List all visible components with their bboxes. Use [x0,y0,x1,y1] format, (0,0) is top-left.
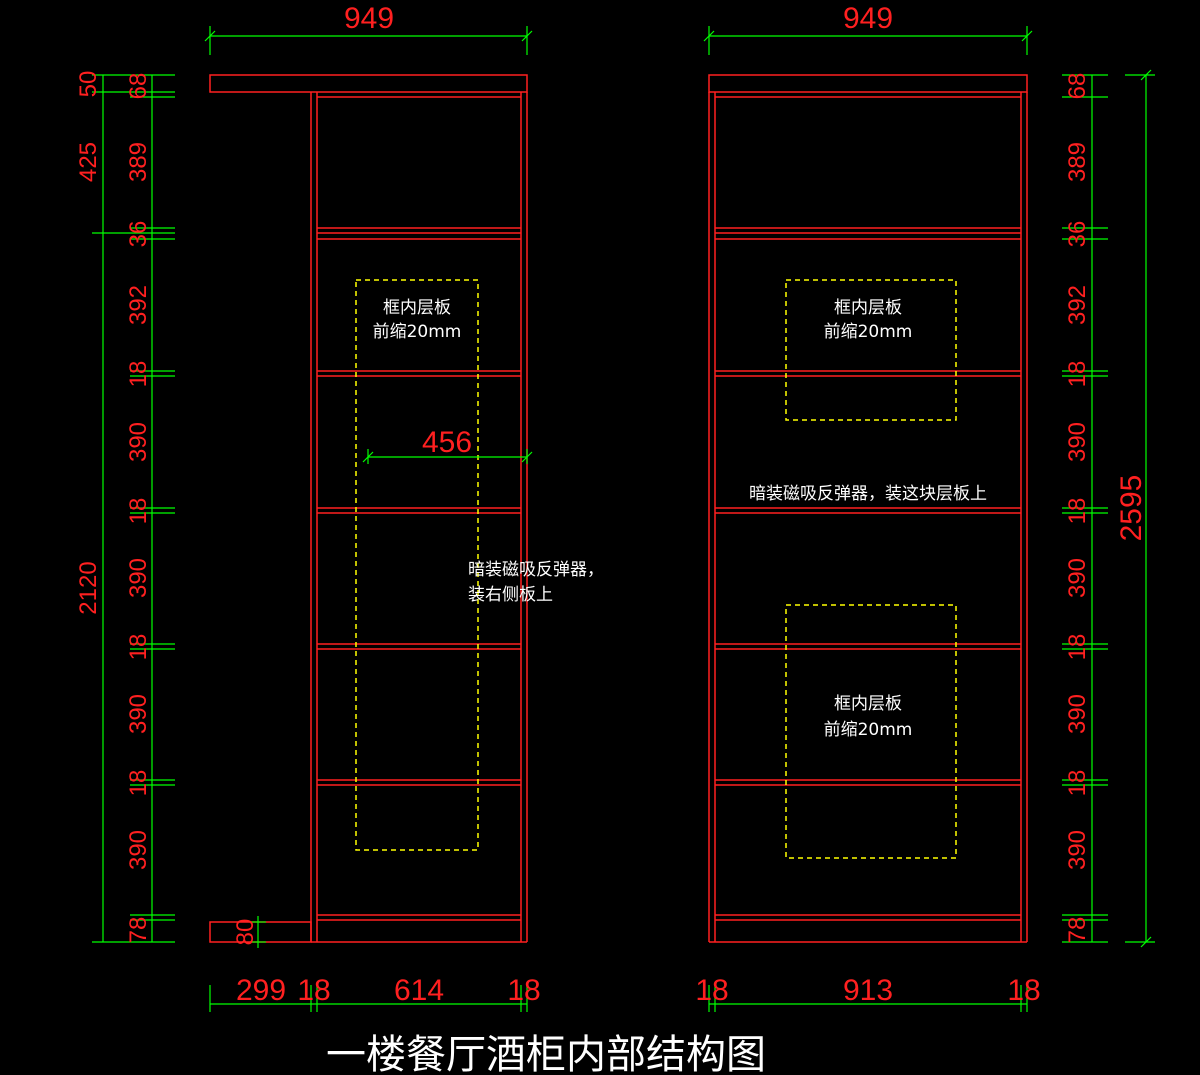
plinth [209,921,312,943]
left-bottom-width: 18 [297,974,330,1007]
left-notes: 框内层板 前缩20mm 暗装磁吸反弹器， 装右侧板上 [373,298,604,605]
right-notes: 框内层板 前缩20mm 暗装磁吸反弹器，装这块层板上 框内层板 前缩20mm [749,298,987,740]
left-dashed-frame [355,279,479,851]
left-dimension-texts: 949 50 425 2120 68 389 36 392 18 390 18 … [75,2,541,1007]
right-inner-height: 18 [1064,634,1091,661]
left-inner-height: 392 [125,285,152,325]
left-bottom-width: 614 [394,974,444,1007]
right-view [708,74,1028,943]
right-dashed-frame-bottom [785,604,957,859]
left-top-width: 949 [344,2,394,35]
left-outer-height: 2120 [75,561,102,614]
left-inner-height: 68 [125,73,152,100]
left-inner-height: 18 [125,634,152,661]
right-bottom-width: 18 [1007,974,1040,1007]
dashed-note-line1: 框内层板 [383,298,451,318]
left-outer-height: 425 [75,142,102,182]
shelf-note: 暗装磁吸反弹器，装这块层板上 [749,484,987,504]
right-bottom-width: 913 [843,974,893,1007]
left-bottom-width: 18 [507,974,540,1007]
left-plinth-height: 80 [232,919,259,946]
dashed-note-line2: 前缩20mm [373,322,462,342]
side-note-line1: 暗装磁吸反弹器， [468,560,604,580]
dashed-note-top-line2: 前缩20mm [824,322,913,342]
right-dimension-lines [703,26,1155,1012]
left-inner-height: 78 [125,917,152,944]
right-inner-height: 68 [1064,73,1091,100]
right-inner-height: 390 [1064,558,1091,598]
left-inner-height: 36 [125,221,152,248]
right-total-height: 2595 [1115,475,1148,542]
right-inner-height: 390 [1064,830,1091,870]
right-inner-height: 18 [1064,361,1091,388]
left-dimension-lines [92,26,533,1012]
right-inner-height: 392 [1064,285,1091,325]
right-top-width: 949 [843,2,893,35]
dashed-note-bottom-line1: 框内层板 [834,694,902,714]
right-dimension-texts: 949 68 389 36 392 18 390 18 390 18 390 1… [695,2,1148,1007]
left-inner-height: 18 [125,770,152,797]
right-inner-height: 18 [1064,770,1091,797]
dashed-note-bottom-line2: 前缩20mm [824,720,913,740]
left-inner-height: 389 [125,142,152,182]
right-inner-height: 389 [1064,142,1091,182]
drawing-title: 一楼餐厅酒柜内部结构图 [326,1032,766,1075]
right-inner-height: 78 [1064,917,1091,944]
left-top-slab [209,74,528,93]
left-inner-height: 390 [125,422,152,462]
left-outer-height: 50 [75,71,102,98]
side-note-line2: 装右侧板上 [468,585,553,605]
left-inner-height: 18 [125,361,152,388]
right-bottom-width: 18 [695,974,728,1007]
left-view [209,74,528,943]
right-inner-height: 390 [1064,694,1091,734]
left-inner-width: 456 [422,426,472,459]
right-inner-height: 390 [1064,422,1091,462]
left-inner-height: 390 [125,558,152,598]
left-inner-height: 390 [125,830,152,870]
dashed-note-top-line1: 框内层板 [834,298,902,318]
right-top-slab [708,74,1028,93]
left-inner-height: 390 [125,694,152,734]
right-inner-height: 18 [1064,498,1091,525]
left-bottom-width: 299 [236,974,286,1007]
right-inner-height: 36 [1064,221,1091,248]
right-dashed-frame-top [785,279,957,421]
left-inner-height: 18 [125,498,152,525]
